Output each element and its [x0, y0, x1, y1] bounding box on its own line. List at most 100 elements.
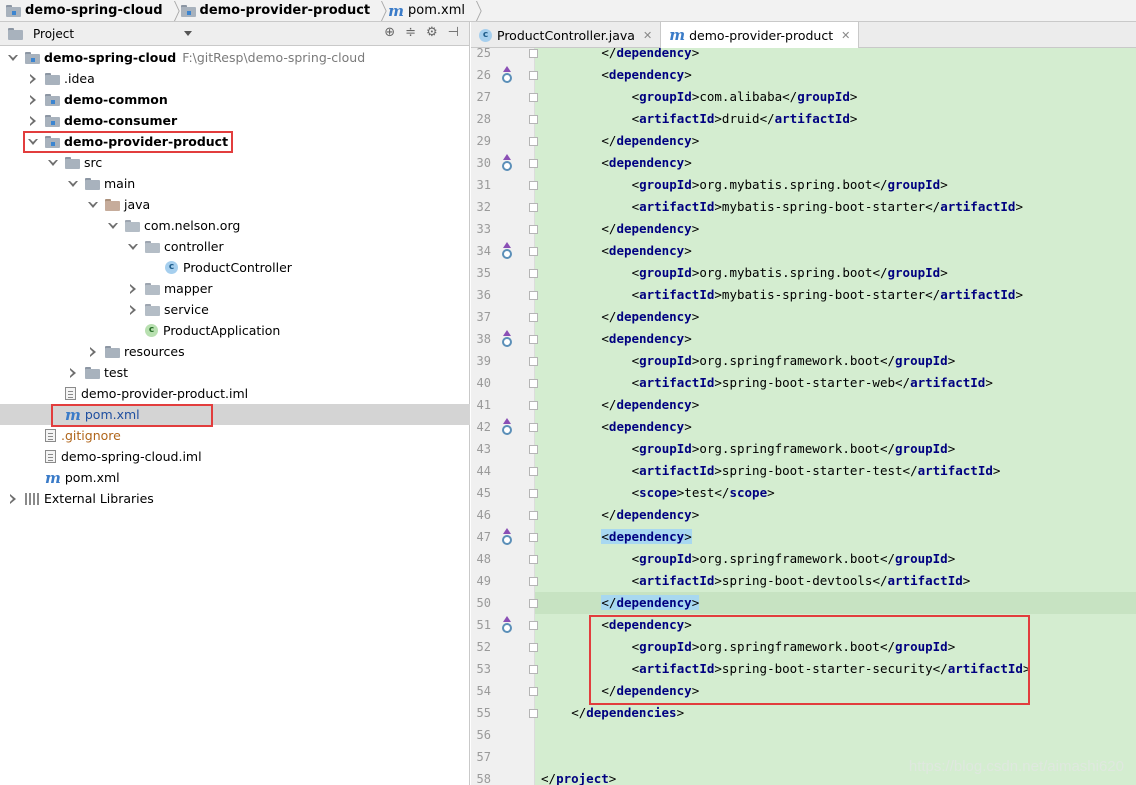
tab-label: ProductController.java: [497, 27, 635, 43]
tree-item[interactable]: com.nelson.org: [0, 215, 470, 236]
close-icon[interactable]: ✕: [841, 28, 851, 42]
tree-item[interactable]: resources: [0, 341, 470, 362]
chevron-right-icon[interactable]: [88, 347, 98, 357]
chevron-down-icon[interactable]: [88, 200, 98, 210]
breadcrumb-item-project[interactable]: demo-spring-cloud: [0, 0, 169, 22]
fold-marker[interactable]: [529, 555, 538, 564]
close-icon[interactable]: ✕: [642, 28, 653, 42]
chevron-down-icon[interactable]: [28, 137, 38, 147]
chevron-right-icon[interactable]: [28, 74, 38, 84]
fold-marker[interactable]: [529, 159, 538, 168]
chevron-down-icon[interactable]: [8, 53, 18, 63]
fold-marker[interactable]: [529, 687, 538, 696]
chevron-down-icon[interactable]: [128, 242, 138, 252]
fold-marker[interactable]: [529, 225, 538, 234]
breadcrumb-item-file[interactable]: m pom.xml: [382, 0, 471, 22]
tree-item[interactable]: demo-provider-product.iml: [0, 383, 470, 404]
override-gutter-icon[interactable]: [501, 66, 513, 84]
fold-marker[interactable]: [529, 137, 538, 146]
tree-item[interactable]: service: [0, 299, 470, 320]
tree-item[interactable]: test: [0, 362, 470, 383]
fold-marker[interactable]: [529, 379, 538, 388]
tree-item[interactable]: src: [0, 152, 470, 173]
chevron-down-icon[interactable]: [68, 179, 78, 189]
tree-item[interactable]: .gitignore: [0, 425, 470, 446]
fold-marker[interactable]: [529, 643, 538, 652]
tab-demo-provider-product[interactable]: m demo-provider-product ✕: [661, 22, 860, 48]
project-panel-title[interactable]: Project: [33, 26, 75, 41]
override-gutter-icon[interactable]: [501, 528, 513, 546]
collapse-all-icon[interactable]: ≑: [405, 25, 417, 40]
fold-marker[interactable]: [529, 269, 538, 278]
chevron-down-icon[interactable]: [184, 31, 192, 36]
fold-marker[interactable]: [529, 467, 538, 476]
tree-item[interactable]: demo-spring-cloud.iml: [0, 446, 470, 467]
code-line: <scope>test</scope>: [631, 485, 775, 500]
fold-marker[interactable]: [529, 49, 538, 58]
tree-item[interactable]: demo-common: [0, 89, 470, 110]
fold-marker[interactable]: [529, 335, 538, 344]
fold-marker[interactable]: [529, 291, 538, 300]
tree-item[interactable]: main: [0, 173, 470, 194]
fold-marker[interactable]: [529, 489, 538, 498]
fold-marker[interactable]: [529, 203, 538, 212]
gear-icon[interactable]: ⚙: [426, 25, 438, 40]
fold-marker[interactable]: [529, 401, 538, 410]
hide-panel-icon[interactable]: ⊣: [447, 25, 459, 40]
tree-item-label: External Libraries: [44, 491, 154, 506]
fold-marker[interactable]: [529, 533, 538, 542]
tree-item[interactable]: .idea: [0, 68, 470, 89]
fold-marker[interactable]: [529, 599, 538, 608]
fold-marker[interactable]: [529, 511, 538, 520]
chevron-down-icon[interactable]: [48, 158, 58, 168]
fold-marker[interactable]: [529, 445, 538, 454]
fold-marker[interactable]: [529, 247, 538, 256]
fold-marker[interactable]: [529, 577, 538, 586]
line-number: 34: [476, 244, 491, 258]
override-gutter-icon[interactable]: [501, 616, 513, 634]
tree-item[interactable]: controller: [0, 236, 470, 257]
override-gutter-icon[interactable]: [501, 154, 513, 172]
fold-marker[interactable]: [529, 93, 538, 102]
fold-marker[interactable]: [529, 115, 538, 124]
chevron-right-icon[interactable]: [8, 494, 18, 504]
code-line: <groupId>com.alibaba</groupId>: [631, 89, 858, 104]
tree-item-label: test: [104, 365, 129, 380]
line-number: 42: [476, 420, 491, 434]
chevron-right-icon[interactable]: [28, 116, 38, 126]
line-number: 27: [476, 90, 491, 104]
fold-marker[interactable]: [529, 181, 538, 190]
chevron-right-icon[interactable]: [128, 284, 138, 294]
fold-marker[interactable]: [529, 621, 538, 630]
override-gutter-icon[interactable]: [501, 330, 513, 348]
chevron-down-icon[interactable]: [108, 221, 118, 231]
fold-marker[interactable]: [529, 423, 538, 432]
override-gutter-icon[interactable]: [501, 242, 513, 260]
locate-icon[interactable]: ⊕: [384, 25, 396, 40]
override-gutter-icon[interactable]: [501, 418, 513, 436]
tab-product-controller[interactable]: c ProductController.java ✕: [471, 22, 662, 48]
fold-marker[interactable]: [529, 357, 538, 366]
fold-marker[interactable]: [529, 665, 538, 674]
tree-item[interactable]: demo-consumer: [0, 110, 470, 131]
line-number: 44: [476, 464, 491, 478]
tree-item[interactable]: External Libraries: [0, 488, 470, 509]
tree-item[interactable]: mapper: [0, 278, 470, 299]
breadcrumb-item-module[interactable]: demo-provider-product: [175, 0, 377, 22]
chevron-right-icon[interactable]: [68, 368, 78, 378]
tree-item-path: F:\gitResp\demo-spring-cloud: [182, 50, 366, 65]
chevron-right-icon[interactable]: [128, 305, 138, 315]
fold-marker[interactable]: [529, 71, 538, 80]
tree-item[interactable]: demo-provider-product: [0, 131, 470, 152]
fold-marker[interactable]: [529, 313, 538, 322]
tree-item[interactable]: java: [0, 194, 470, 215]
code-line: <artifactId>mybatis-spring-boot-starter<…: [631, 287, 1023, 302]
chevron-right-icon[interactable]: [28, 95, 38, 105]
fold-marker[interactable]: [529, 709, 538, 718]
